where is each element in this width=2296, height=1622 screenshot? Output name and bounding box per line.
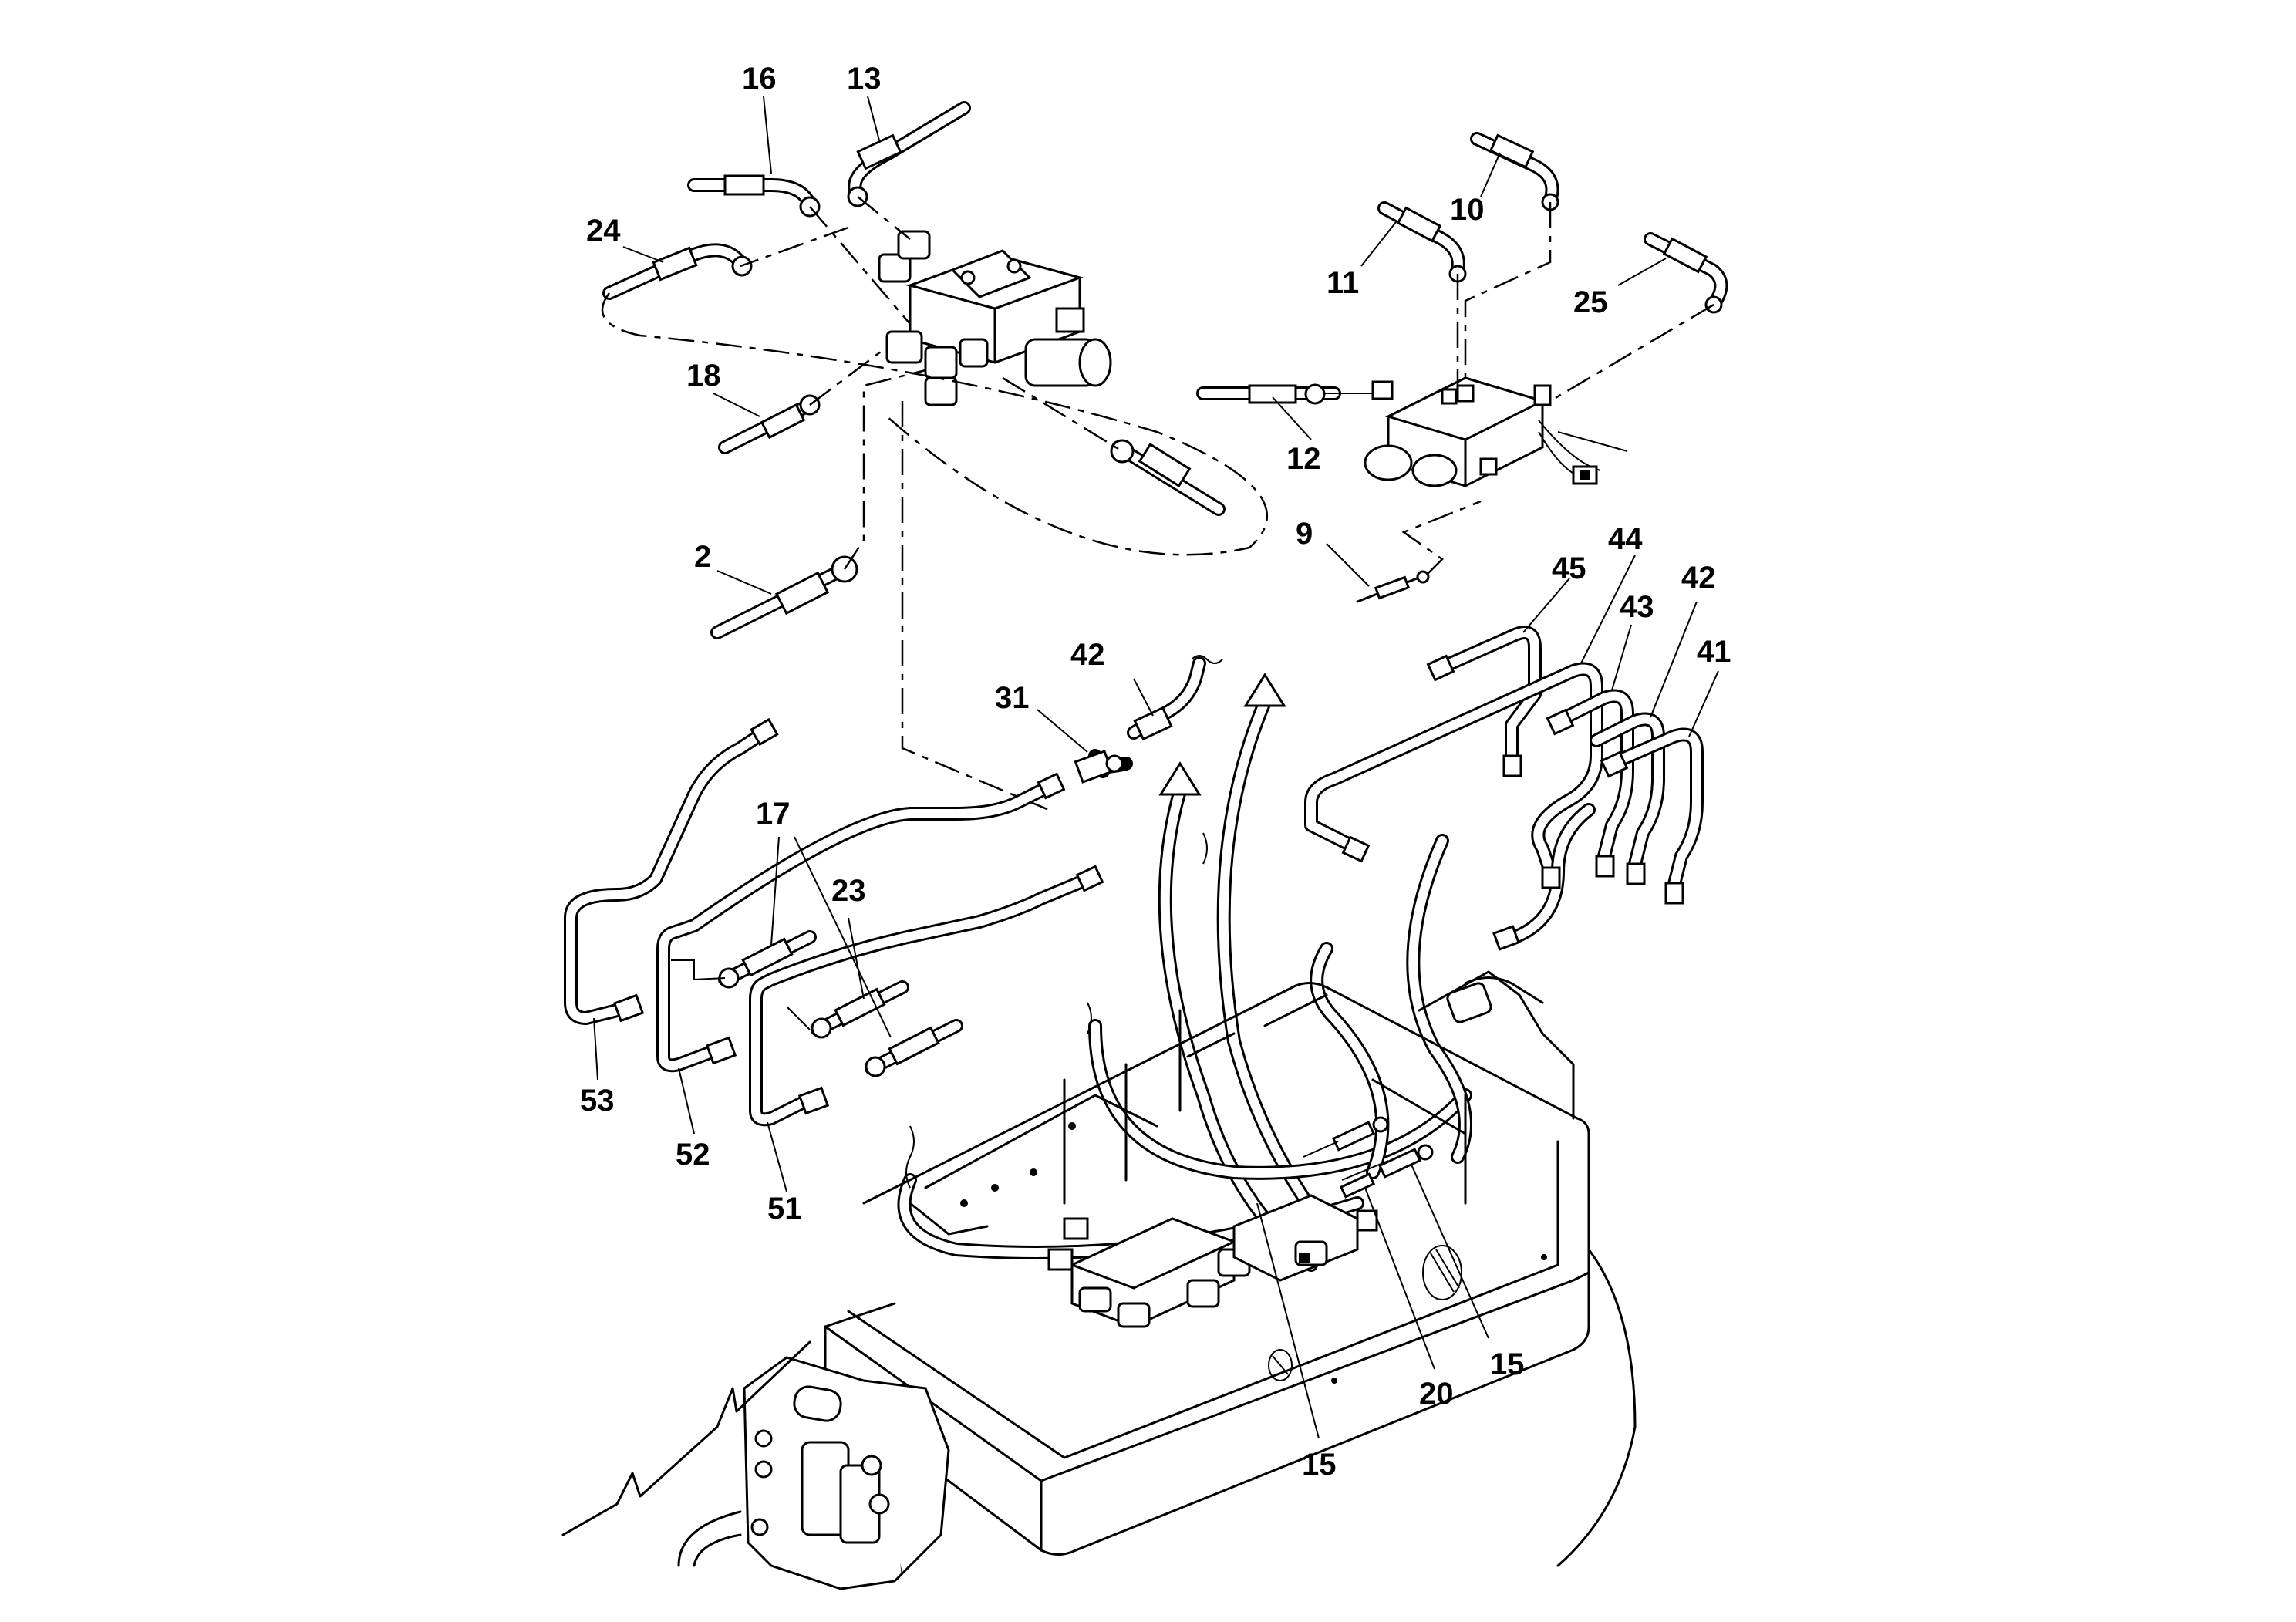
hose-2	[710, 555, 858, 639]
label-23: 23	[831, 874, 866, 908]
hose-25	[1644, 232, 1728, 314]
label-42-center: 42	[1070, 638, 1105, 672]
hose-24	[602, 243, 753, 300]
label-16: 16	[742, 62, 777, 96]
label-24: 24	[586, 214, 621, 248]
hose-right-of-left-valve	[1110, 439, 1226, 516]
leader-lines	[593, 96, 1719, 1439]
break-line-right	[1556, 1248, 1637, 1567]
front-mount-bracket	[677, 1302, 950, 1590]
tee-fitting-31	[1074, 749, 1133, 784]
hose-18	[718, 394, 821, 454]
hose-13	[847, 101, 971, 207]
label-15-bottom: 15	[1302, 1448, 1337, 1482]
tube-bundle-51-53	[564, 717, 1104, 1127]
break-line-left	[561, 1340, 811, 1536]
hose-12	[1196, 383, 1373, 405]
label-31: 31	[995, 681, 1030, 715]
label-45: 45	[1552, 551, 1586, 585]
label-18: 18	[686, 359, 721, 393]
label-42-right: 42	[1681, 561, 1716, 595]
label-15-right: 15	[1490, 1347, 1525, 1381]
hose-17-a	[718, 930, 817, 989]
label-20: 20	[1419, 1377, 1454, 1411]
label-17: 17	[756, 797, 791, 831]
label-44: 44	[1608, 522, 1643, 556]
label-52: 52	[676, 1138, 710, 1172]
label-53: 53	[580, 1084, 615, 1118]
tube-bundle-41-45	[1304, 626, 1704, 951]
bottom-valve-bank	[1047, 1194, 1378, 1328]
label-41: 41	[1697, 635, 1731, 669]
label-9: 9	[1296, 517, 1313, 551]
label-2: 2	[694, 540, 711, 574]
hose-17-b	[865, 1019, 963, 1077]
hose-11	[1377, 201, 1467, 283]
hose-16	[687, 174, 821, 218]
label-12: 12	[1286, 442, 1321, 476]
hose-9	[1356, 570, 1430, 603]
left-control-valve	[878, 230, 1112, 406]
label-13: 13	[847, 62, 882, 96]
right-control-valve	[1364, 376, 1628, 487]
machine-frame	[824, 970, 1590, 1556]
line-42-upper	[1127, 655, 1223, 741]
label-11: 11	[1327, 266, 1359, 300]
label-43: 43	[1620, 590, 1654, 624]
label-25: 25	[1573, 285, 1608, 319]
callout-labels: 16 13 24 18 2 10 11 25 12 9 45 44 43 42 …	[580, 62, 1731, 1482]
label-10: 10	[1450, 193, 1485, 227]
hose-15-and-20	[1303, 1116, 1434, 1199]
hose-10	[1470, 132, 1559, 211]
label-51: 51	[767, 1192, 802, 1226]
hose-23	[811, 980, 909, 1039]
